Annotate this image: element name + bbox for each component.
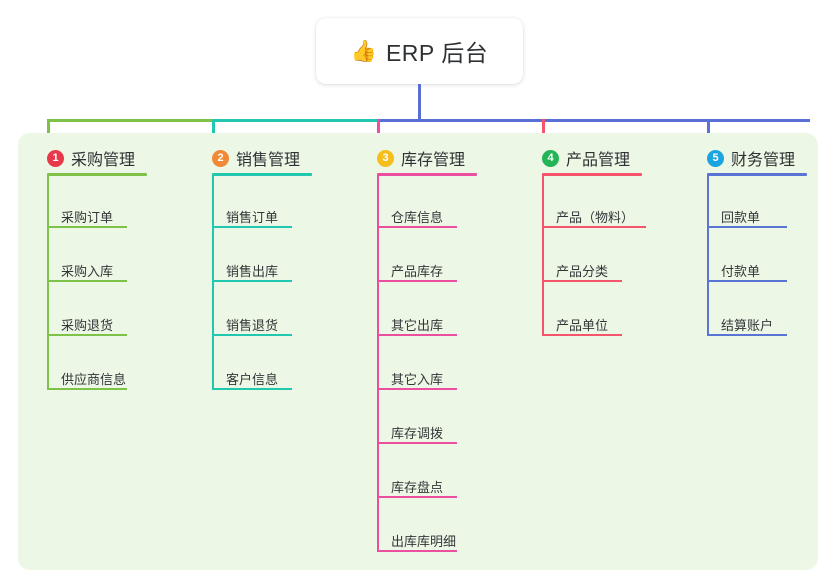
column-header-1[interactable]: 1 采购管理 [47, 146, 135, 170]
column-title-3: 库存管理 [401, 152, 466, 169]
leaf-rule-2-3 [212, 334, 292, 336]
leaf-rule-5-3 [707, 334, 787, 336]
column-header-2[interactable]: 2 销售管理 [212, 146, 300, 170]
leaf-rule-1-4 [47, 388, 127, 390]
leaf-label-5-3[interactable]: 结算账户 [721, 318, 774, 333]
distribution-bar-segment-1 [47, 119, 215, 122]
distribution-bar-segment-2 [212, 119, 380, 122]
leaf-rule-3-2 [377, 280, 457, 282]
leaf-rule-2-1 [212, 226, 292, 228]
leaf-rule-5-2 [707, 280, 787, 282]
leaf-label-4-3[interactable]: 产品单位 [556, 318, 609, 333]
leaf-label-3-5[interactable]: 库存调拨 [391, 426, 444, 441]
leaf-rule-1-1 [47, 226, 127, 228]
column-spine-3 [377, 174, 379, 550]
column-badge-2: 2 [212, 149, 229, 167]
root-node[interactable]: 👍 ERP 后台 [316, 18, 523, 84]
leaf-label-1-2[interactable]: 采购入库 [61, 264, 114, 279]
distribution-bar-segment-3 [377, 119, 810, 122]
leaf-label-3-4[interactable]: 其它入库 [391, 372, 444, 387]
leaf-rule-1-2 [47, 280, 127, 282]
column-badge-1: 1 [47, 149, 64, 167]
column-spine-5 [707, 174, 709, 334]
column-header-rule-1 [47, 173, 147, 176]
column-header-4[interactable]: 4 产品管理 [542, 146, 630, 170]
column-badge-4: 4 [542, 149, 559, 167]
leaf-rule-4-3 [542, 334, 622, 336]
leaf-rule-3-6 [377, 496, 457, 498]
leaf-label-2-4[interactable]: 客户信息 [226, 372, 279, 387]
leaf-label-1-3[interactable]: 采购退货 [61, 318, 114, 333]
branch-panel [18, 133, 818, 570]
leaf-label-2-2[interactable]: 销售出库 [226, 264, 279, 279]
column-title-5: 财务管理 [731, 152, 796, 169]
leaf-label-1-1[interactable]: 采购订单 [61, 210, 114, 225]
root-title: ERP 后台 [385, 40, 489, 66]
leaf-label-3-7[interactable]: 出库库明细 [391, 534, 457, 549]
column-title-2: 销售管理 [236, 152, 301, 169]
column-spine-4 [542, 174, 544, 334]
leaf-rule-3-3 [377, 334, 457, 336]
root-trunk-line [418, 84, 421, 122]
column-title-1: 采购管理 [71, 152, 136, 169]
column-badge-5: 5 [707, 149, 724, 167]
leaf-rule-5-1 [707, 226, 787, 228]
column-header-5[interactable]: 5 财务管理 [707, 146, 795, 170]
leaf-label-1-4[interactable]: 供应商信息 [61, 372, 127, 387]
leaf-label-5-2[interactable]: 付款单 [721, 264, 761, 279]
column-header-rule-3 [377, 173, 477, 176]
leaf-label-3-1[interactable]: 仓库信息 [391, 210, 444, 225]
column-title-4: 产品管理 [566, 152, 631, 169]
column-header-3[interactable]: 3 库存管理 [377, 146, 465, 170]
leaf-label-2-3[interactable]: 销售退货 [226, 318, 279, 333]
leaf-label-3-2[interactable]: 产品库存 [391, 264, 444, 279]
thumbs-up-icon: 👍 [350, 39, 377, 63]
column-badge-3: 3 [377, 149, 394, 167]
leaf-label-4-1[interactable]: 产品（物料） [556, 210, 635, 225]
leaf-rule-4-2 [542, 280, 622, 282]
column-header-rule-5 [707, 173, 807, 176]
leaf-rule-3-4 [377, 388, 457, 390]
leaf-label-3-3[interactable]: 其它出库 [391, 318, 444, 333]
leaf-rule-1-3 [47, 334, 127, 336]
leaf-rule-3-7 [377, 550, 457, 552]
leaf-rule-3-5 [377, 442, 457, 444]
leaf-rule-4-1 [542, 226, 646, 228]
leaf-rule-3-1 [377, 226, 457, 228]
leaf-label-5-1[interactable]: 回款单 [721, 210, 761, 225]
leaf-rule-2-2 [212, 280, 292, 282]
leaf-label-4-2[interactable]: 产品分类 [556, 264, 609, 279]
leaf-label-3-6[interactable]: 库存盘点 [391, 480, 444, 495]
column-header-rule-2 [212, 173, 312, 176]
leaf-label-2-1[interactable]: 销售订单 [226, 210, 279, 225]
column-header-rule-4 [542, 173, 642, 176]
leaf-rule-2-4 [212, 388, 292, 390]
